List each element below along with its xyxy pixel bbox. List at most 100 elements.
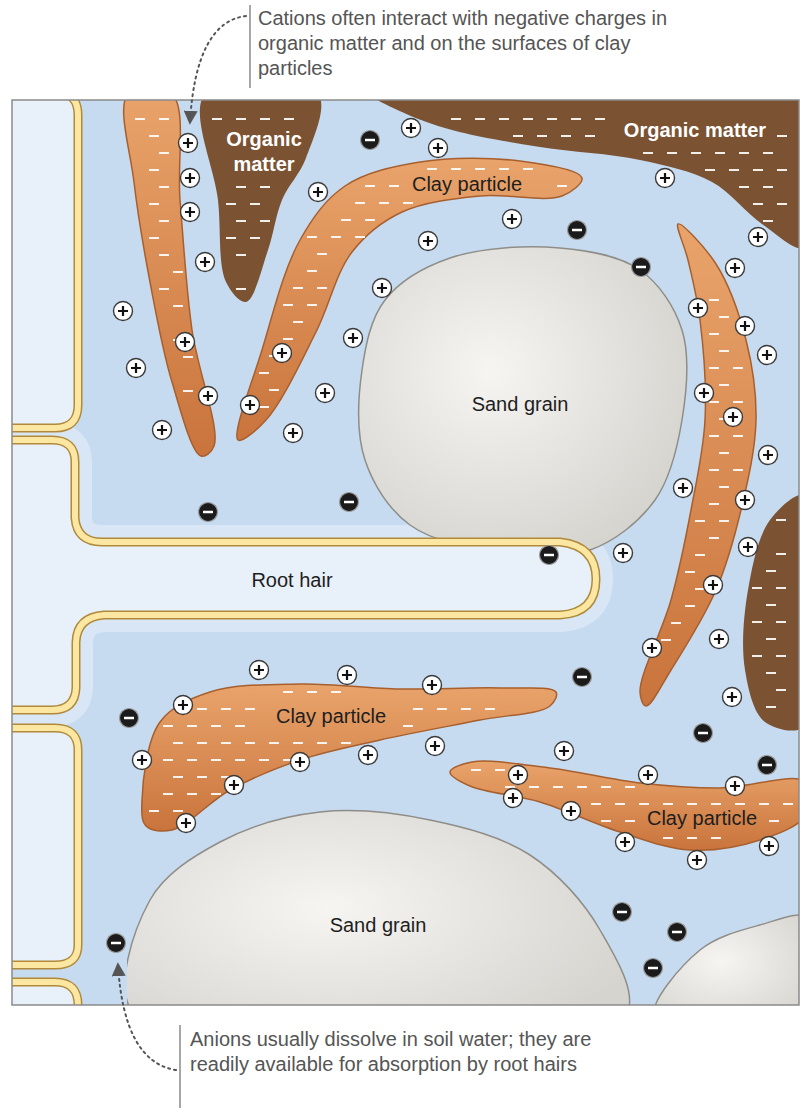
cation-circle (736, 491, 755, 510)
negative-charge (739, 152, 749, 154)
plus-sign (157, 425, 167, 435)
cation-circle (704, 576, 723, 595)
negative-charge (709, 469, 719, 471)
cation-circle (555, 742, 574, 761)
anion-circle (613, 903, 632, 922)
sand-grain (654, 915, 799, 1005)
anion (568, 221, 587, 240)
minus-sign (572, 229, 582, 232)
cation (695, 384, 714, 403)
sand-shape (359, 247, 687, 556)
cation-circle (179, 134, 198, 153)
plus-sign (427, 680, 437, 690)
anions (107, 131, 777, 978)
plus-sign (647, 643, 657, 653)
negative-charge (403, 202, 413, 204)
negative-charge (763, 152, 773, 154)
cation (656, 169, 675, 188)
cation (426, 737, 445, 756)
negative-charge (733, 401, 743, 403)
negative-charge (505, 786, 515, 788)
cation (419, 232, 438, 251)
negative-charge (625, 786, 635, 788)
cation (127, 359, 146, 378)
plus-sign (618, 548, 628, 558)
cation-circle (176, 333, 195, 352)
negative-charge (245, 708, 255, 710)
anion (632, 258, 651, 277)
root-hair: Root hair (12, 430, 606, 720)
node-label-wrap: Root hair (222, 568, 362, 593)
negative-charge (776, 587, 786, 589)
anion-circle (694, 724, 713, 743)
negative-charge (695, 588, 705, 590)
clay-shape (450, 761, 799, 850)
negative-charge (259, 406, 269, 408)
negative-charge (197, 776, 207, 778)
negative-charge (739, 186, 749, 188)
plus-sign (740, 495, 750, 505)
negative-charge (752, 655, 762, 657)
anion (694, 724, 713, 743)
negative-charge (776, 655, 786, 657)
negative-charge (187, 759, 197, 761)
cation (760, 837, 779, 856)
negative-charge (691, 152, 701, 154)
negative-charge (365, 185, 375, 187)
cation-circle (674, 479, 693, 498)
plus-sign (430, 741, 440, 751)
negative-charge (317, 253, 327, 255)
negative-charge (260, 186, 270, 188)
negative-charge (235, 759, 245, 761)
plus-sign (507, 214, 517, 224)
minus-sign (617, 911, 627, 914)
minus-sign (577, 676, 587, 679)
anion (668, 923, 687, 942)
negative-charge (451, 118, 461, 120)
plus-sign (313, 187, 323, 197)
node-label-wrap: Organic matter (595, 118, 795, 143)
negative-charge (685, 605, 695, 607)
negative-charge (250, 203, 260, 205)
leader-line (118, 965, 176, 1070)
negative-charge (695, 554, 705, 556)
cation-circle (724, 408, 743, 427)
root-cell-wall-inner (12, 100, 78, 428)
negative-charge (283, 759, 293, 761)
negative-charge (766, 706, 776, 708)
minus-sign (124, 717, 134, 720)
node-label: Clay particle (387, 172, 547, 197)
plus-sign (620, 837, 630, 847)
callout-bar (249, 5, 251, 88)
sand-shape (127, 811, 630, 1005)
negative-charge (259, 372, 269, 374)
negative-charge (317, 287, 327, 289)
cation (704, 576, 723, 595)
cation (199, 387, 218, 406)
negative-charge (293, 742, 303, 744)
plus-sign (763, 450, 773, 460)
cation-circle (739, 538, 758, 557)
cation (273, 344, 292, 363)
negative-charge (595, 118, 605, 120)
cation (402, 119, 421, 138)
plus-sign (693, 303, 703, 313)
negative-charge (159, 220, 169, 222)
cation-circle (133, 751, 152, 770)
negative-charge (187, 793, 197, 795)
plus-sign (753, 232, 763, 242)
negative-charge (461, 708, 471, 710)
callout-text: Anions usually dissolve in soil water; t… (190, 1027, 610, 1077)
node-shape-group (359, 247, 687, 556)
cation-circle (758, 346, 777, 365)
cation-circle (316, 384, 335, 403)
negative-charge (173, 339, 183, 341)
anion (540, 546, 559, 565)
plus-sign (295, 757, 305, 767)
negative-charge (615, 803, 625, 805)
cation (291, 753, 310, 772)
negative-charge (437, 708, 447, 710)
root-cell-wall-inner (12, 728, 78, 965)
cation-circle (695, 384, 714, 403)
plus-sign (185, 173, 195, 183)
